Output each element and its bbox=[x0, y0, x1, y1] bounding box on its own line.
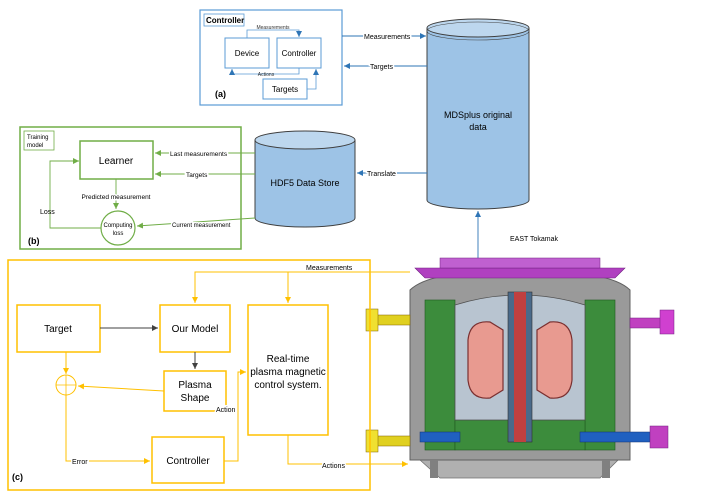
target-box bbox=[16, 304, 101, 353]
panel-b: Training model Learner Computing loss Pr… bbox=[19, 126, 242, 250]
learner-label: Learner bbox=[99, 156, 134, 167]
computing-loss-label-1: Computing bbox=[103, 223, 132, 229]
plasma-to-junction-arrow bbox=[77, 383, 165, 392]
targets-label-a: Targets bbox=[272, 85, 298, 94]
translate-label: Translate bbox=[367, 171, 396, 178]
our-model-label: Our Model bbox=[172, 324, 219, 335]
realtime-label-3: control system. bbox=[254, 380, 321, 391]
measurements-loop-line bbox=[246, 29, 302, 38]
controller-label-a: Controller bbox=[282, 49, 317, 58]
panel-b-title-1: Training bbox=[27, 135, 48, 141]
hdf5-store: HDF5 Data Store bbox=[254, 130, 356, 228]
current-measurement-arrow bbox=[136, 217, 256, 229]
learner-box bbox=[79, 140, 154, 180]
panel-c-frame bbox=[7, 259, 371, 491]
panel-b-frame bbox=[19, 126, 242, 250]
loss-feedback-arrow bbox=[49, 158, 101, 229]
target-label: Target bbox=[44, 324, 72, 335]
mdsplus-store: MDSplus original data bbox=[426, 18, 530, 210]
hdf5-cylinder-body bbox=[254, 140, 356, 228]
mdsplus-label-2: data bbox=[469, 122, 487, 132]
panel-b-title-2: model bbox=[27, 143, 43, 149]
b-targets-label: Targets bbox=[186, 172, 208, 179]
targets-to-controller-line bbox=[307, 69, 319, 90]
error-arrow bbox=[65, 395, 150, 464]
actions-to-tokamak-arrow bbox=[287, 435, 408, 467]
measurements-to-model-arrow bbox=[192, 271, 410, 303]
panel-a: Controller Device Controller Targets Mea… bbox=[199, 9, 343, 106]
east-tokamak-image bbox=[365, 257, 675, 479]
plasma-shape-label-2: Shape bbox=[181, 393, 210, 404]
c-actions-label: Actions bbox=[322, 463, 345, 470]
panel-a-tag: (a) bbox=[215, 89, 226, 99]
mdsplus-cylinder-top bbox=[426, 18, 530, 38]
device-label: Device bbox=[235, 49, 260, 58]
mdsplus-label-1: MDSplus original bbox=[444, 110, 512, 120]
panel-b-title-box bbox=[23, 130, 55, 151]
panel-a-title: Controller bbox=[206, 16, 244, 25]
predicted-label: Predicted measurement bbox=[81, 194, 150, 201]
realtime-label-1: Real-time bbox=[267, 354, 310, 365]
current-measurement-label: Current measurement bbox=[172, 223, 231, 229]
plasma-shape-label-1: Plasma bbox=[178, 380, 212, 391]
action-label: Action bbox=[216, 407, 236, 414]
our-model-box bbox=[159, 304, 231, 353]
panel-b-tag: (b) bbox=[28, 236, 40, 246]
a-targets-label: Targets bbox=[370, 64, 393, 71]
hdf5-cylinder-top bbox=[254, 130, 356, 150]
error-label: Error bbox=[72, 459, 88, 466]
controller-box-a bbox=[276, 37, 322, 69]
actions-loop-label: Actions bbox=[258, 72, 275, 78]
actions-loop-line bbox=[229, 68, 300, 75]
panel-a-title-box bbox=[203, 13, 245, 27]
mdsplus-cylinder-body bbox=[426, 28, 530, 210]
measurements-loop-label: Measurements bbox=[256, 25, 290, 31]
panel-c: Target Our Model Plasma Shape Real-time … bbox=[7, 259, 410, 491]
plasma-shape-box bbox=[163, 370, 227, 412]
realtime-system-box bbox=[247, 304, 329, 436]
panel-c-tag: (c) bbox=[12, 472, 23, 482]
c-measurements-label: Measurements bbox=[306, 265, 353, 272]
action-arrow bbox=[224, 369, 246, 462]
mdsplus-cylinder-rim bbox=[426, 21, 530, 41]
realtime-label-2: plasma magnetic bbox=[250, 367, 326, 378]
east-label: EAST Tokamak bbox=[510, 236, 558, 243]
a-measurements-label: Measurements bbox=[364, 34, 411, 41]
computing-loss-label-2: loss bbox=[113, 231, 124, 237]
controller-label-c: Controller bbox=[166, 456, 210, 467]
loss-label: Loss bbox=[40, 209, 55, 216]
last-measurements-label: Last measurements bbox=[170, 151, 228, 158]
controller-box-c bbox=[151, 436, 225, 484]
hdf5-label: HDF5 Data Store bbox=[270, 178, 339, 188]
